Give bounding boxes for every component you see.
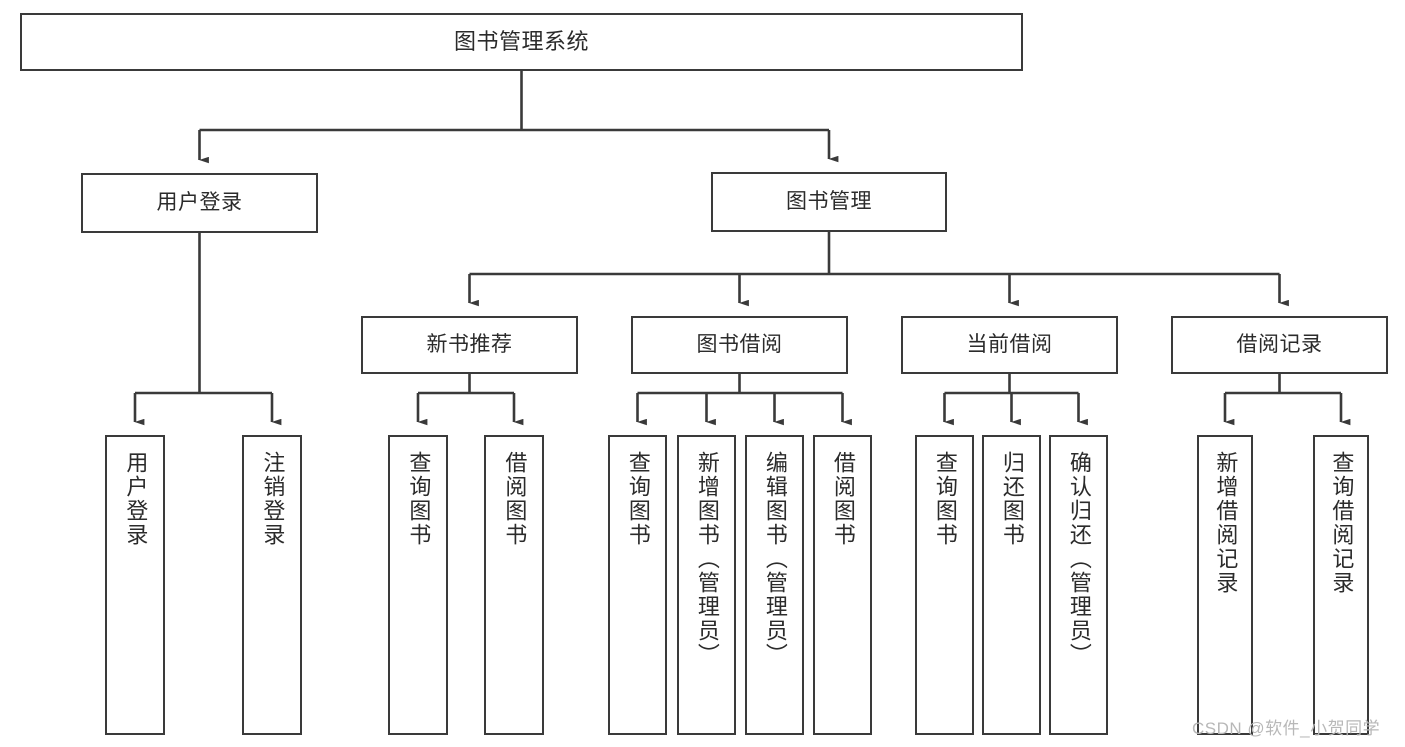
leaf-query-book-1[interactable]: 查询图书 [388,435,448,735]
leaf-borrow-book-1[interactable]: 借阅图书 [484,435,544,735]
node-borrow-record-label: 借阅记录 [1236,333,1323,357]
leaf-query-borrow-record-label: 查询借阅记录 [1329,451,1355,595]
leaf-query-book-2[interactable]: 查询图书 [608,435,667,735]
leaf-borrow-book-1-label: 借阅图书 [502,451,528,547]
leaf-borrow-book-2-label: 借阅图书 [830,451,856,547]
node-new-book-recommend-label: 新书推荐 [426,333,513,357]
leaf-edit-book-label: 编辑图书（管理员） [762,451,788,667]
leaf-logout[interactable]: 注销登录 [242,435,302,735]
leaf-query-book-2-label: 查询图书 [625,451,651,547]
leaf-edit-book[interactable]: 编辑图书（管理员） [745,435,804,735]
leaf-user-login[interactable]: 用户登录 [105,435,165,735]
leaf-confirm-return[interactable]: 确认归还（管理员） [1049,435,1108,735]
leaf-query-book-3[interactable]: 查询图书 [915,435,974,735]
node-current-borrow[interactable]: 当前借阅 [901,316,1118,374]
node-current-borrow-label: 当前借阅 [966,333,1053,357]
leaf-return-book[interactable]: 归还图书 [982,435,1041,735]
leaf-query-book-1-label: 查询图书 [406,451,432,547]
leaf-add-borrow-record-label: 新增借阅记录 [1213,451,1239,595]
leaf-user-login-label: 用户登录 [123,451,149,547]
csdn-watermark: CSDN @软件_小贺同学 [1192,719,1381,738]
leaf-logout-label: 注销登录 [260,451,286,547]
node-user-login-label: 用户登录 [156,191,243,215]
leaf-query-borrow-record[interactable]: 查询借阅记录 [1313,435,1369,735]
node-book-borrow[interactable]: 图书借阅 [631,316,848,374]
node-book-manage[interactable]: 图书管理 [711,172,947,232]
node-book-manage-label: 图书管理 [786,190,872,214]
node-root-label: 图书管理系统 [453,28,589,54]
leaf-borrow-book-2[interactable]: 借阅图书 [813,435,872,735]
node-new-book-recommend[interactable]: 新书推荐 [361,316,578,374]
leaf-return-book-label: 归还图书 [999,451,1025,547]
leaf-query-book-3-label: 查询图书 [932,451,958,547]
node-book-borrow-label: 图书借阅 [696,333,783,357]
leaf-add-book-label: 新增图书（管理员） [694,451,720,667]
node-user-login[interactable]: 用户登录 [81,173,318,233]
leaf-add-borrow-record[interactable]: 新增借阅记录 [1197,435,1253,735]
node-borrow-record[interactable]: 借阅记录 [1171,316,1388,374]
node-root[interactable]: 图书管理系统 [20,13,1023,71]
leaf-add-book[interactable]: 新增图书（管理员） [677,435,736,735]
leaf-confirm-return-label: 确认归还（管理员） [1066,451,1092,667]
